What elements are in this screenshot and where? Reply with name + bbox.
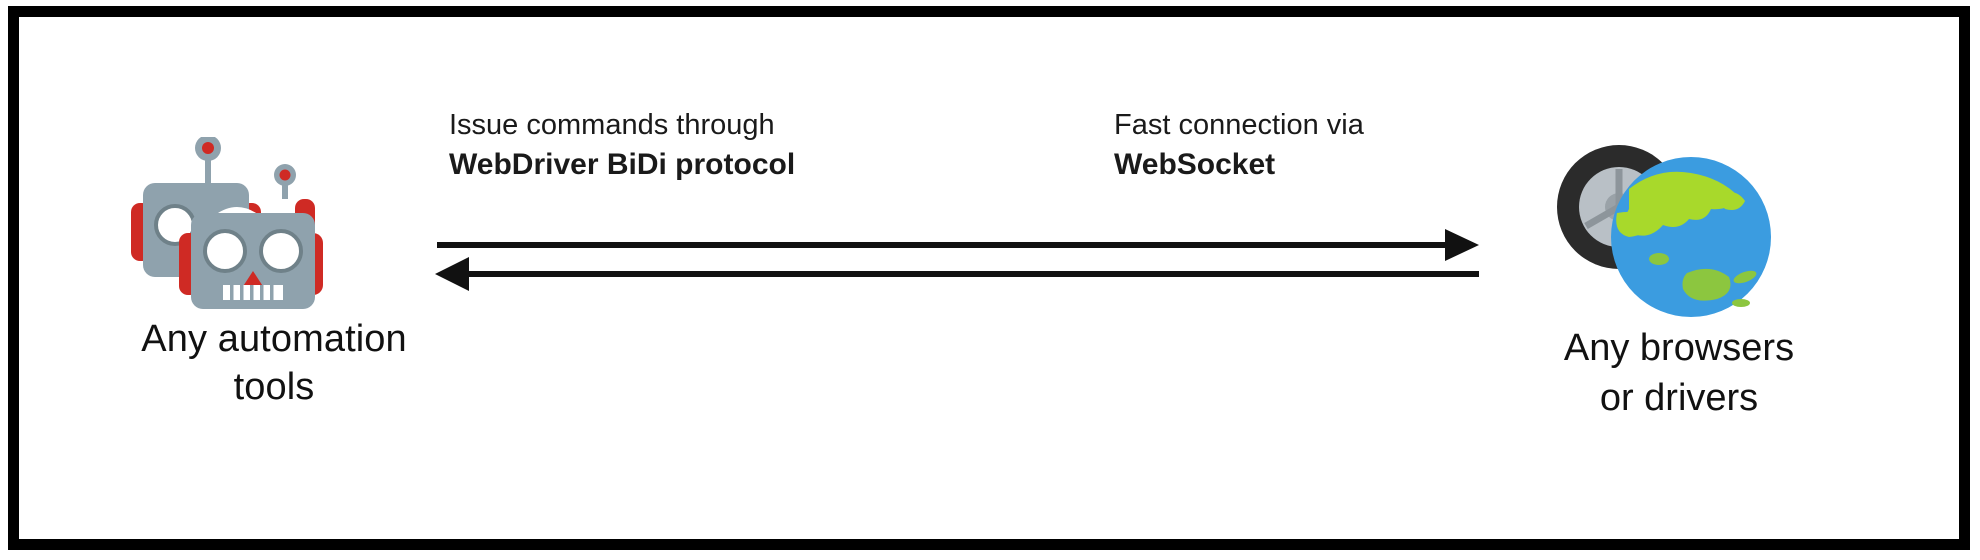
caption-line-2: automation <box>217 318 407 360</box>
caption-line-1: Any <box>141 318 208 360</box>
robot-icon-svg <box>131 135 323 309</box>
node-automation-tools-caption: Any automation tools <box>119 315 429 411</box>
globe-icon <box>1611 157 1771 317</box>
node-browsers-drivers: Any browsers or drivers <box>1509 127 1849 457</box>
robot-icon <box>119 135 429 312</box>
caption-line-3: tools <box>233 366 315 408</box>
diagram-canvas: Any automation tools Issue commands thro… <box>19 17 1959 539</box>
arrow-commands-right <box>437 229 1479 261</box>
node-automation-tools: Any automation tools <box>119 135 429 457</box>
connection-label-commands: Issue commands through WebDriver BiDi pr… <box>449 105 795 185</box>
diagram-frame: Any automation tools Issue commands thro… <box>8 6 1970 550</box>
connection-label-commands-line2: WebDriver BiDi protocol <box>449 148 796 181</box>
browser-icon-svg <box>1557 145 1771 317</box>
node-browsers-drivers-caption: Any browsers or drivers <box>1509 323 1849 423</box>
robot-front-head <box>179 164 323 309</box>
caption-right-line-1: Any browsers <box>1563 327 1795 369</box>
arrow-responses-left <box>435 257 1479 291</box>
connection-label-commands-line1: Issue commands through <box>449 109 775 141</box>
connection-label-websocket: Fast connection via WebSocket <box>1114 105 1364 185</box>
caption-right-line-2: or drivers <box>1599 377 1759 419</box>
connection-label-websocket-line1: Fast connection via <box>1114 109 1364 141</box>
connection-label-websocket-line2: WebSocket <box>1114 148 1276 181</box>
